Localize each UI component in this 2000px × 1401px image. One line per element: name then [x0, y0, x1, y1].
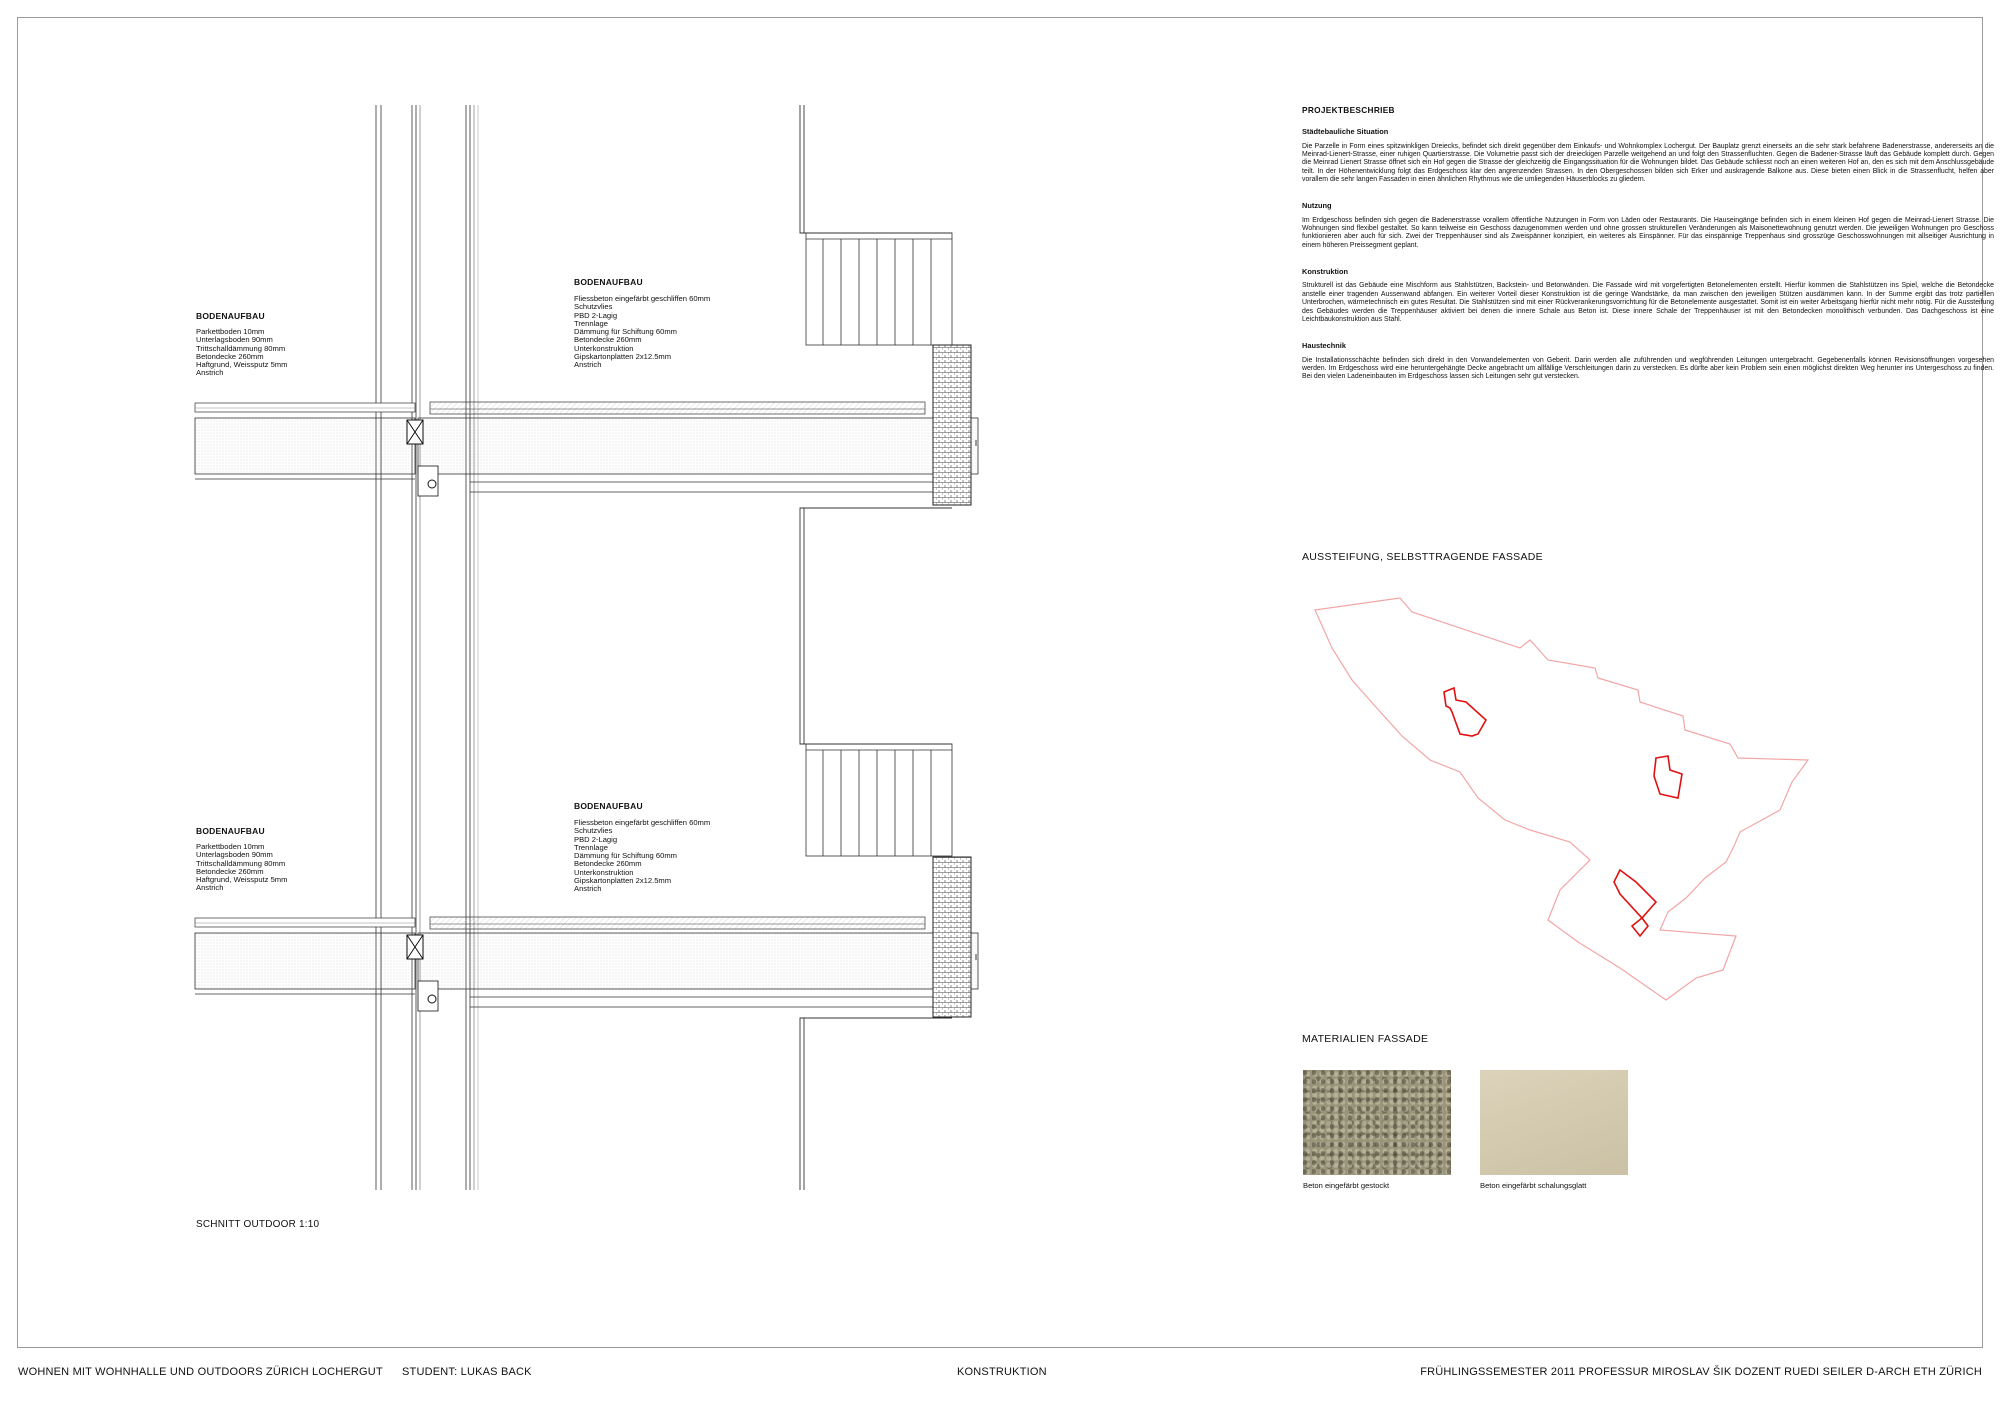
- layer-item: Betondecke 260mm: [196, 866, 264, 876]
- layer-item: PBD 2-Lagig: [574, 834, 618, 844]
- lower-left-build-up-heading: BODENAUFBAU: [196, 826, 265, 836]
- section-heading: Nutzung: [1302, 201, 1332, 211]
- material-swatch-bush-hammered: [1303, 1070, 1451, 1175]
- sheet-frame: [17, 17, 1983, 1348]
- material-swatch-smooth: [1480, 1070, 1628, 1175]
- layer-item: Parkettboden 10mm: [196, 842, 265, 851]
- materials-title: MATERIALIEN FASSADE: [1302, 1033, 1429, 1045]
- material-caption: Beton eingefärbt gestockt: [1303, 1181, 1390, 1190]
- layer-item: Trittschalldämmung 80mm: [196, 343, 286, 353]
- section-heading: Konstruktion: [1302, 267, 1348, 277]
- layer-item: Anstrich: [196, 883, 224, 893]
- layer-item: Haftgrund, Weissputz 5mm: [196, 360, 288, 370]
- footer-student: STUDENT: LUKAS BACK: [402, 1366, 532, 1378]
- section-heading: Städtebauliche Situation: [1302, 127, 1389, 137]
- section-caption: SCHNITT OUTDOOR 1:10: [196, 1219, 320, 1230]
- layer-item: Betondecke 260mm: [196, 351, 264, 361]
- footer-project-name: WOHNEN MIT WOHNHALLE UND OUTDOORS ZÜRICH…: [18, 1366, 383, 1378]
- section-heading: Haustechnik: [1302, 341, 1346, 351]
- section-body: Strukturell ist das Gebäude eine Mischfo…: [1302, 282, 1994, 323]
- layer-item: PBD 2-Lagig: [574, 310, 618, 320]
- layer-item: Unterlagsboden 90mm: [196, 850, 273, 860]
- layer-item: Anstrich: [196, 368, 224, 378]
- section-body: Im Erdgeschoss befinden sich gegen die B…: [1302, 216, 1994, 249]
- layer-item: Dämmung für Schiftung 60mm: [574, 327, 677, 337]
- section-building-services: Haustechnik Die Installationsschächte be…: [1302, 341, 1994, 381]
- layer-item: Unterkonstruktion: [574, 867, 634, 877]
- footer-semester: FRÜHLINGSSEMESTER 2011 PROFESSUR MIROSLA…: [1420, 1366, 1982, 1378]
- material-caption: Beton eingefärbt schalungsglatt: [1480, 1181, 1587, 1190]
- layer-item: Schutzvlies: [574, 826, 613, 836]
- balcony-railings: [805, 232, 953, 857]
- layer-item: Haftgrund, Weissputz 5mm: [196, 875, 288, 885]
- stiffening-plan-diagram: [1314, 597, 1810, 1001]
- layer-item: Dämmung für Schiftung 60mm: [574, 851, 677, 861]
- layer-item: Betondecke 260mm: [574, 335, 642, 345]
- section-body: Die Parzelle in Form eines spitzwinklige…: [1302, 142, 1994, 184]
- upper-right-build-up-heading: BODENAUFBAU: [574, 277, 643, 287]
- section-body: Die Installationsschächte befinden sich …: [1302, 356, 1994, 381]
- layer-item: Parkettboden 10mm: [196, 327, 265, 336]
- project-description: PROJEKTBESCHRIEB Städtebauliche Situatio…: [1302, 106, 1994, 400]
- layer-item: Gipskartonplatten 2x12.5mm: [574, 876, 672, 886]
- layer-item: Trittschalldämmung 80mm: [196, 858, 286, 868]
- layer-item: Anstrich: [574, 884, 602, 894]
- layer-item: Trennlage: [574, 842, 608, 852]
- layer-item: Trennlage: [574, 318, 608, 328]
- lower-floor-slab: [194, 856, 979, 1018]
- upper-floor-slab: [194, 344, 979, 506]
- lower-right-build-up-heading: BODENAUFBAU: [574, 801, 643, 811]
- stiffening-cores: [1443, 686, 1683, 938]
- layer-item: Betondecke 260mm: [574, 859, 642, 869]
- section-urban-situation: Städtebauliche Situation Die Parzelle in…: [1302, 127, 1994, 184]
- layer-item: Gipskartonplatten 2x12.5mm: [574, 352, 672, 362]
- upper-left-build-up-heading: BODENAUFBAU: [196, 311, 265, 321]
- layer-item: Fliessbeton eingefärbt geschliffen 60mm: [574, 294, 711, 303]
- layer-item: Schutzvlies: [574, 302, 613, 312]
- layer-item: Unterkonstruktion: [574, 343, 634, 353]
- layer-item: Fliessbeton eingefärbt geschliffen 60mm: [574, 818, 711, 827]
- layer-item: Unterlagsboden 90mm: [196, 335, 273, 345]
- stiffening-diagram-title: AUSSTEIFUNG, SELBSTTRAGENDE FASSADE: [1302, 551, 1543, 563]
- facade-vertical-lines: [375, 105, 479, 1190]
- section-usage: Nutzung Im Erdgeschoss befinden sich geg…: [1302, 202, 1994, 250]
- footer-topic: KONSTRUKTION: [957, 1366, 1047, 1378]
- project-description-title: PROJEKTBESCHRIEB: [1302, 105, 1395, 115]
- section-construction: Konstruktion Strukturell ist das Gebäude…: [1302, 267, 1994, 324]
- layer-item: Anstrich: [574, 360, 602, 370]
